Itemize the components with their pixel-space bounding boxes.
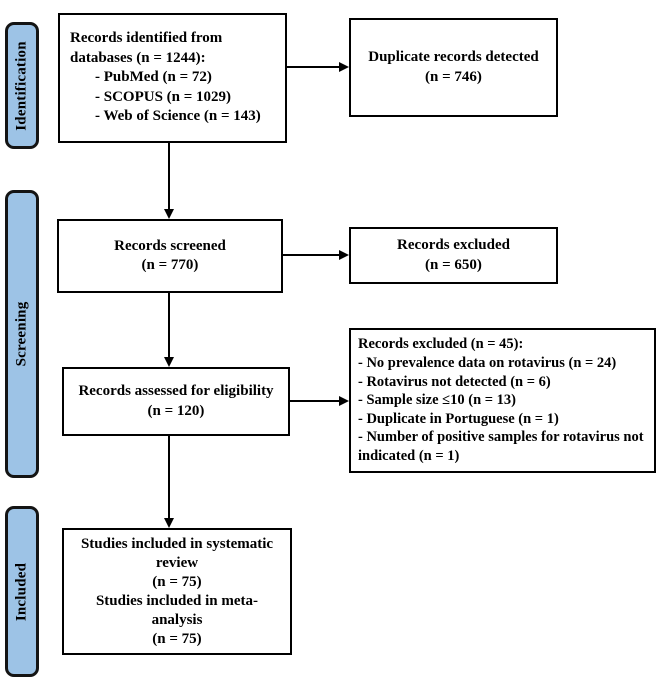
excluded-reason-duplicate-portuguese: - Duplicate in Portuguese (n = 1) <box>358 410 559 427</box>
screened-line1: Records screened <box>114 237 226 254</box>
stage-label-screening: Screening <box>13 301 30 367</box>
stage-tab-identification: Identification <box>5 22 39 149</box>
arrow-right-icon <box>339 61 349 72</box>
excluded-reason-no-prevalence: - No prevalence data on rotavirus (n = 2… <box>358 355 617 372</box>
included-line2: review <box>155 554 199 571</box>
connector-identified-to-duplicates-line <box>286 65 341 69</box>
arrow-down-icon <box>163 357 174 367</box>
connector-assessed-to-included-line <box>167 435 171 520</box>
arrow-right-icon <box>339 249 349 260</box>
connector-assessed-to-excluded-line <box>289 399 341 403</box>
connector-screened-to-assessed-line <box>167 292 171 359</box>
assessed-count: (n = 120) <box>147 402 205 419</box>
excluded-reason-not-detected: - Rotavirus not detected (n = 6) <box>358 373 551 390</box>
records-identified-item-pubmed: - PubMed (n = 72) <box>95 69 212 86</box>
included-line4: Studies included in meta- <box>95 592 259 609</box>
box-records-excluded-eligibility: Records excluded (n = 45): - No prevalen… <box>349 328 656 473</box>
included-line1: Studies included in systematic <box>80 535 274 552</box>
stage-tab-screening: Screening <box>5 190 39 478</box>
duplicates-count: (n = 746) <box>425 68 482 85</box>
included-count-review: (n = 75) <box>152 573 202 590</box>
excluded-reason-sample-size: - Sample size ≤10 (n = 13) <box>358 392 516 409</box>
arrow-down-icon <box>163 518 174 528</box>
excluded-screening-count: (n = 650) <box>425 256 482 273</box>
screened-count: (n = 770) <box>141 257 199 273</box>
included-line5: analysis <box>151 611 203 628</box>
included-count-meta: (n = 75) <box>152 630 202 647</box>
box-duplicate-records: Duplicate records detected (n = 746) <box>349 18 558 117</box>
arrow-right-icon <box>339 395 349 406</box>
records-identified-line1: Records identified from <box>70 30 223 47</box>
excluded-eligibility-title: Records excluded (n = 45): <box>358 336 524 353</box>
connector-screened-to-excluded-line <box>282 253 341 257</box>
box-records-assessed: Records assessed for eligibility (n = 12… <box>62 367 290 436</box>
records-identified-item-wos: - Web of Science (n = 143) <box>95 108 261 125</box>
stage-label-identification: Identification <box>13 40 30 131</box>
assessed-line1: Records assessed for eligibility <box>78 383 274 399</box>
box-records-excluded-screening: Records excluded (n = 650) <box>349 227 558 284</box>
excluded-screening-line1: Records excluded <box>397 237 510 253</box>
records-identified-line2: databases (n = 1244): <box>70 49 206 66</box>
records-identified-item-scopus: - SCOPUS (n = 1029) <box>95 88 232 105</box>
box-records-identified: Records identified from databases (n = 1… <box>58 13 287 143</box>
duplicates-line1: Duplicate records detected <box>368 49 539 65</box>
excluded-reason-positive-samples: - Number of positive samples for rotavir… <box>358 429 644 464</box>
box-studies-included: Studies included in systematic review (n… <box>62 528 292 655</box>
arrow-down-icon <box>163 209 174 219</box>
box-records-screened: Records screened (n = 770) <box>57 219 283 293</box>
connector-identified-to-screened-line <box>167 142 171 211</box>
stage-tab-included: Included <box>5 506 39 677</box>
stage-label-included: Included <box>13 562 30 621</box>
